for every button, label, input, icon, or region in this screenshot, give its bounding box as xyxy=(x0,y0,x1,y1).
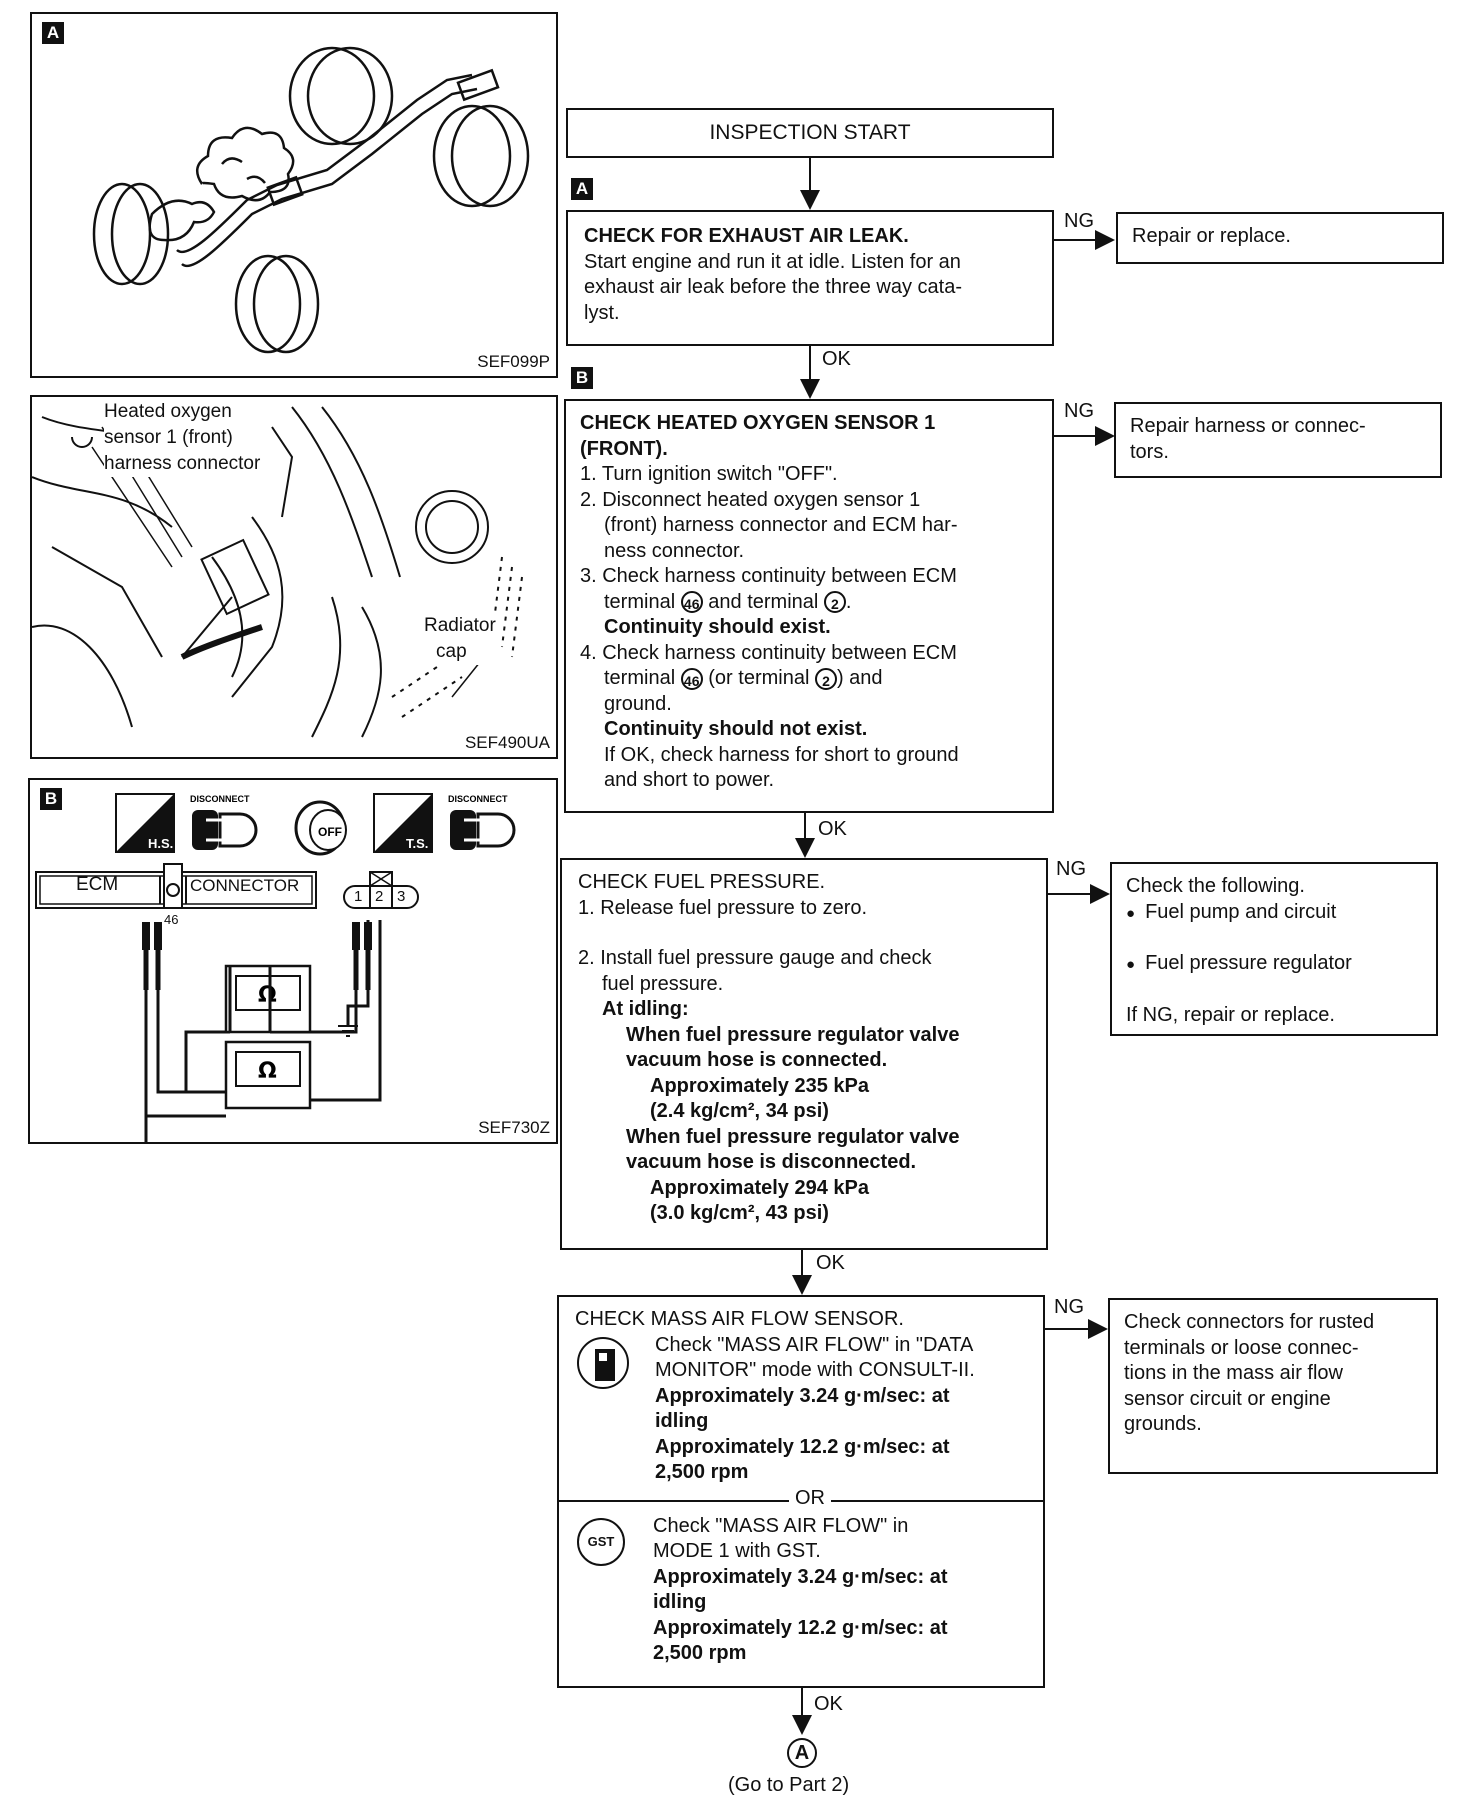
svg-text:Ω: Ω xyxy=(258,1059,277,1084)
svg-text:Ω: Ω xyxy=(258,983,277,1008)
step4-ok-label: OK xyxy=(814,1693,843,1715)
step2-ng-label: NG xyxy=(1064,400,1094,422)
step1-ng-result: Repair or replace. xyxy=(1116,212,1444,264)
consult-icon xyxy=(577,1336,629,1389)
figure-code: SEF099P xyxy=(477,352,550,371)
step1-ng-label: NG xyxy=(1064,210,1094,232)
check-item-regulator: Fuel pressure regulator xyxy=(1126,951,1422,978)
step3-ng-label: NG xyxy=(1056,858,1086,880)
pin-3-label: 3 xyxy=(397,888,406,905)
figure-sensor-location: Heated oxygen sensor 1 (front) harness c… xyxy=(30,395,558,759)
step1-tag: A xyxy=(571,178,593,200)
figure-code: SEF490UA xyxy=(464,733,550,752)
figure-tag-a: A xyxy=(42,22,64,44)
step1-box: CHECK FOR EXHAUST AIR LEAK. Start engine… xyxy=(566,210,1054,346)
consult-method: Check "MASS AIR FLOW" in "DATA MONITOR" … xyxy=(575,1333,1027,1486)
step2-line-terminal-46-2: terminal 46 and terminal 2. xyxy=(604,590,852,614)
pin-46-label: 46 xyxy=(164,912,179,927)
step3-ok-label: OK xyxy=(816,1252,845,1274)
figure-tag-b: B xyxy=(40,788,62,810)
inspection-start-box: INSPECTION START xyxy=(566,108,1054,158)
figure-code: SEF730Z xyxy=(478,1118,550,1137)
radiator-cap-callout: Radiator cap xyxy=(424,613,496,665)
step2-ng-result: Repair harness or connec- tors. xyxy=(1114,402,1442,478)
gst-method: GST Check "MASS AIR FLOW" in MODE 1 with… xyxy=(575,1514,1027,1667)
check-item-fuel-pump: Fuel pump and circuit xyxy=(1126,900,1422,927)
circuit-diagram: H.S. DISCONNECT OFF T.S. DISCONNECT xyxy=(35,793,516,1142)
step4-ng-result: Check connectors for rusted terminals or… xyxy=(1108,1298,1438,1474)
or-divider: OR xyxy=(559,1485,1043,1514)
step3-box: CHECK FUEL PRESSURE. 1. Release fuel pre… xyxy=(560,858,1048,1250)
step2-line-terminal-ground: terminal 46 (or terminal 2) and xyxy=(604,667,883,690)
engine-bay-illustration xyxy=(32,406,523,738)
step2-tag: B xyxy=(571,367,593,389)
terminal-2-icon: 2 xyxy=(823,591,846,614)
step2-ok-label: OK xyxy=(818,818,847,840)
step1-title: CHECK FOR EXHAUST AIR LEAK. xyxy=(584,225,909,247)
step2-box: CHECK HEATED OXYGEN SENSOR 1 (FRONT). 1.… xyxy=(564,399,1054,813)
terminal-2-icon: 2 xyxy=(814,667,837,690)
hs-label: H.S. xyxy=(148,836,173,851)
connector-label: CONNECTOR xyxy=(190,876,300,895)
svg-text:DISCONNECT: DISCONNECT xyxy=(190,794,250,804)
exhaust-illustration xyxy=(92,46,530,354)
figure-continuity-check: B H.S. DISCONNECT OFF T.S. xyxy=(28,778,558,1144)
go-to-part-2[interactable]: (Go to Part 2) xyxy=(728,1774,850,1796)
step4-ng-label: NG xyxy=(1054,1296,1084,1318)
svg-text:DISCONNECT: DISCONNECT xyxy=(448,794,508,804)
terminal-46-icon: 46 xyxy=(680,591,703,614)
ecm-label: ECM xyxy=(76,874,119,895)
figure-exhaust-leak: A SEF099P xyxy=(30,12,558,378)
sensor-callout: Heated oxygen sensor 1 (front) harness c… xyxy=(104,399,261,477)
gst-icon: GST xyxy=(577,1517,625,1566)
ts-label: T.S. xyxy=(406,836,428,851)
step4-box: CHECK MASS AIR FLOW SENSOR. Check "MASS … xyxy=(557,1295,1045,1688)
step3-ng-result: Check the following. Fuel pump and circu… xyxy=(1110,862,1438,1036)
connector-a-mark: A xyxy=(787,1738,817,1768)
terminal-46-icon: 46 xyxy=(680,667,703,690)
svg-text:OFF: OFF xyxy=(318,825,342,839)
step1-ok-label: OK xyxy=(822,348,851,370)
pin-2-label: 2 xyxy=(375,888,384,905)
pin-1-label: 1 xyxy=(354,888,363,905)
